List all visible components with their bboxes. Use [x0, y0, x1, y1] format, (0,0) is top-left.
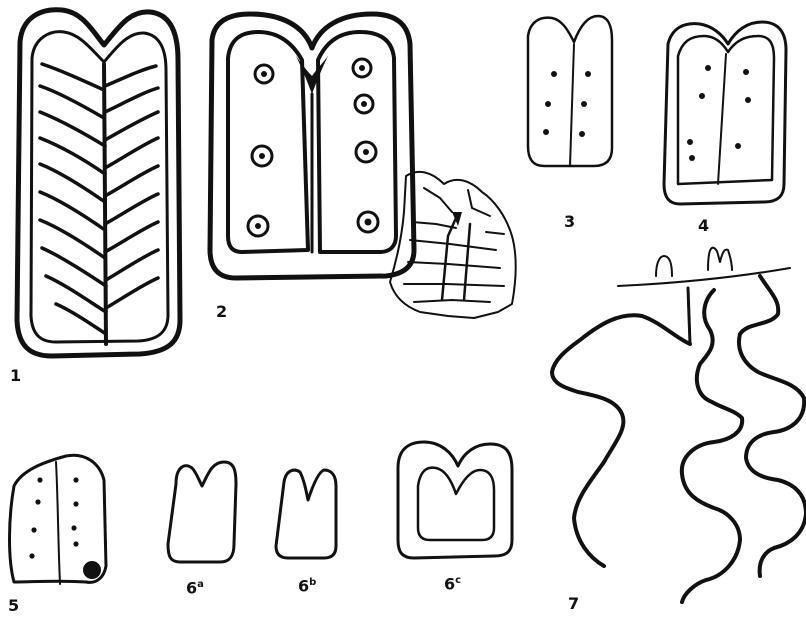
figure-label-6b: 6b	[298, 578, 316, 594]
figure-label-5: 5	[8, 598, 19, 614]
figure-label-7: 7	[568, 596, 579, 612]
figure-label-1: 1	[10, 368, 21, 384]
figure-6c-glyph	[398, 442, 512, 558]
figure-7-glyph	[552, 248, 806, 602]
figure-label-6c: 6c	[444, 576, 461, 592]
figure-4-glyph	[664, 22, 786, 204]
figure-label-3: 3	[564, 214, 575, 230]
figure-label-2: 2	[216, 304, 227, 320]
figure-label-4: 4	[698, 218, 709, 234]
figure-2-glyph	[210, 14, 414, 278]
figure-label-6a: 6a	[186, 580, 204, 596]
figure-3-glyph	[528, 16, 612, 166]
figure-2-fragment	[390, 172, 516, 318]
figure-6a-glyph	[168, 462, 236, 562]
figure-6b-glyph	[276, 470, 336, 558]
figure-5-glyph	[10, 455, 107, 584]
figure-1-glyph	[17, 10, 180, 356]
